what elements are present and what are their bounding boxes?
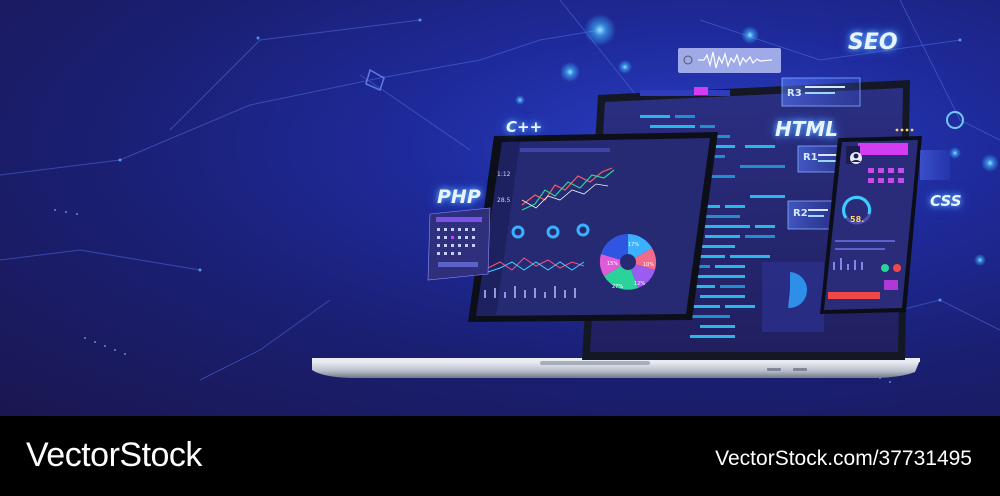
phone-bars <box>833 258 863 270</box>
decline-call-icon <box>893 264 901 272</box>
pie-label: 15% <box>607 261 619 267</box>
label-seo: SEO <box>848 30 898 55</box>
phone-gauge-value: 58. <box>850 215 865 224</box>
laptop-pie-chart <box>788 272 808 309</box>
tablet-bars <box>484 286 576 298</box>
floating-panel-r2 <box>787 200 835 230</box>
tablet-stat-2: 28.5 <box>497 197 511 204</box>
tablet-line-chart <box>521 167 615 211</box>
calendar-widget <box>427 207 491 281</box>
brand-logo-text: VectorStock <box>26 436 202 474</box>
pie-label: 17% <box>628 242 640 248</box>
accept-call-icon <box>881 264 889 272</box>
laptop-base <box>312 360 920 378</box>
devices-illustration <box>0 0 1000 383</box>
label-cpp: C++ <box>506 118 543 136</box>
tablet-wave-chart <box>487 257 585 273</box>
label-css: CSS <box>930 192 962 210</box>
pie-label: 27% <box>612 284 624 290</box>
panel-tag-r1: R1 <box>803 152 818 163</box>
pie-label: 10% <box>643 262 655 268</box>
pie-label: 12% <box>634 281 646 287</box>
panel-tag-r3: R3 <box>787 88 802 99</box>
tablet-stat-1: 1:12 <box>497 171 511 178</box>
stock-id-text: VectorStock.com/37731495 <box>715 447 972 470</box>
floating-panel-r3 <box>781 77 861 107</box>
illustration-canvas: SEO C++ HTML PHP CSS R3 R1 R2 1:12 28.5 … <box>0 0 1000 416</box>
panel-tag-r2: R2 <box>793 208 808 219</box>
label-php: PHP <box>437 186 481 208</box>
phone-gauge <box>842 195 871 219</box>
watermark-bar <box>0 416 1000 496</box>
tablet-donut <box>511 225 525 239</box>
tablet-pie-chart <box>599 233 657 290</box>
phone <box>820 136 922 314</box>
label-html: HTML <box>775 117 839 141</box>
tablet <box>468 132 718 322</box>
audio-panel <box>678 48 781 73</box>
